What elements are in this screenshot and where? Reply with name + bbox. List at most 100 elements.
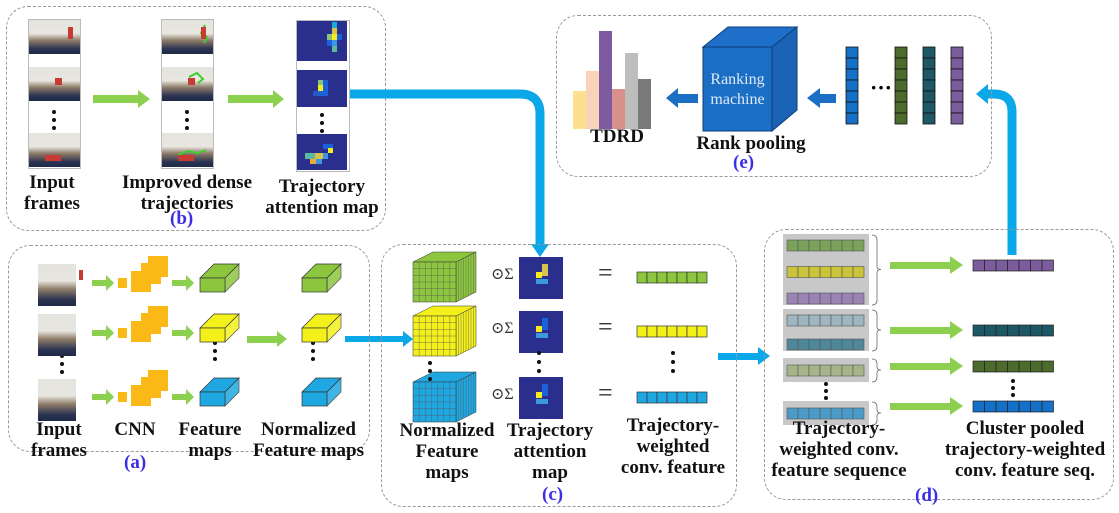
label-line: machine xyxy=(710,91,765,108)
cnn-icon xyxy=(118,370,168,406)
panel-d-cluster-pooling xyxy=(764,229,1114,500)
label-line: Input xyxy=(36,419,82,440)
heatmap-cell xyxy=(536,392,542,398)
green-arrowhead xyxy=(106,325,114,341)
tdrd-histogram xyxy=(573,31,651,129)
heatmap-cell xyxy=(536,399,548,404)
cnn-icon xyxy=(118,256,168,292)
blue-arrow-a-to-c xyxy=(345,331,413,347)
vector-cell xyxy=(1041,400,1054,413)
video-frame xyxy=(29,133,80,167)
video-frame xyxy=(29,67,80,101)
ellipsis-dots xyxy=(52,110,324,133)
green-arrowhead xyxy=(106,389,114,405)
weighted-feature-vector xyxy=(636,325,708,338)
panel-tag-a: (a) xyxy=(124,452,147,473)
label-line: frames xyxy=(31,440,87,461)
green-arrow-shaft xyxy=(172,394,186,400)
heatmap-cell xyxy=(542,384,548,396)
label-line: feature sequence xyxy=(771,460,907,481)
green-arrow-shaft xyxy=(890,262,952,269)
cnn-layer xyxy=(131,385,151,406)
feature-map-cuboid xyxy=(199,377,240,407)
feature-row xyxy=(92,256,342,293)
feature-map-cuboid xyxy=(199,313,240,343)
vector-cell xyxy=(696,325,708,338)
trajectory-overlay xyxy=(177,24,209,156)
label-line: Feature maps xyxy=(253,440,364,461)
equals-2: = xyxy=(598,312,613,341)
cuboid-front xyxy=(199,327,226,343)
ellipsis-dots xyxy=(824,379,1015,400)
green-arrowhead xyxy=(950,397,963,415)
green-arrow-shaft xyxy=(890,327,952,334)
label-line: Improved dense xyxy=(121,172,253,193)
vector-cell xyxy=(852,292,865,305)
vector-cell xyxy=(894,112,908,125)
blue-arrowhead xyxy=(976,84,988,104)
operator-3: ⊙Σ xyxy=(491,386,514,403)
green-arrow xyxy=(247,331,287,347)
panel-e-rank-pooling xyxy=(556,15,992,177)
label-rank-pooling: Rank pooling xyxy=(696,133,806,154)
label-line: weighted xyxy=(636,436,710,457)
label-line: Trajectory- xyxy=(792,418,886,439)
heatmap-b-2 xyxy=(297,70,347,107)
green-arrow-shaft xyxy=(172,330,186,336)
weighted-feature-vector xyxy=(636,271,708,284)
green-arrow xyxy=(228,90,284,108)
label-line: Normalized xyxy=(261,419,356,440)
label-line: Trajectory- xyxy=(626,415,720,436)
pooling-row xyxy=(412,371,708,423)
input-frames-strip-b xyxy=(28,19,81,169)
vector-cell xyxy=(852,407,865,420)
histogram-bar xyxy=(586,71,599,129)
label-line: Normalized xyxy=(399,420,495,441)
green-arrowhead xyxy=(950,256,963,274)
cuboid-front xyxy=(301,277,328,293)
video-frame xyxy=(38,264,76,306)
brace xyxy=(871,401,882,426)
brace xyxy=(871,309,882,352)
pooled-vector-sequence xyxy=(845,46,964,125)
label-line: attention map xyxy=(265,197,379,218)
green-arrowhead xyxy=(106,275,114,291)
cnn-layer xyxy=(131,271,151,292)
operator-2: ⊙Σ xyxy=(491,320,514,337)
panel-a-feature-extraction xyxy=(8,245,370,452)
feature-grid-cuboid xyxy=(412,305,477,357)
cnn-layer xyxy=(118,392,127,402)
green-arrowhead xyxy=(186,325,194,341)
label-line: Cluster pooled xyxy=(965,418,1085,439)
ellipsis-dots xyxy=(60,341,315,374)
green-arrow-shaft xyxy=(92,394,106,400)
vector-cell xyxy=(950,112,964,125)
vector-cell xyxy=(696,271,708,284)
cuboid-front xyxy=(301,391,328,407)
feature-row xyxy=(92,306,342,343)
label-tdrd: TDRD xyxy=(590,126,644,147)
feature-grid-cuboid xyxy=(412,251,477,303)
label-line: Trajectory xyxy=(278,176,366,197)
label-line: conv. feature xyxy=(620,457,726,478)
weighted-feature-vector xyxy=(636,391,708,404)
pooling-row xyxy=(412,305,708,357)
green-arrow-shaft xyxy=(92,330,106,336)
label-line: attention xyxy=(513,441,587,462)
cuboid-front xyxy=(301,327,328,343)
feature-row xyxy=(92,370,342,407)
cnn-layer xyxy=(118,278,127,288)
normalized-feature-map-cuboid xyxy=(301,263,342,293)
label-line: Feature xyxy=(415,441,479,462)
label-line: Input xyxy=(29,172,75,193)
panel-c-trajectory-pooling xyxy=(381,244,737,507)
blue-arrow-d-to-e xyxy=(986,89,1017,255)
label-cnn: CNN xyxy=(114,419,156,440)
vector-cell xyxy=(852,364,865,377)
